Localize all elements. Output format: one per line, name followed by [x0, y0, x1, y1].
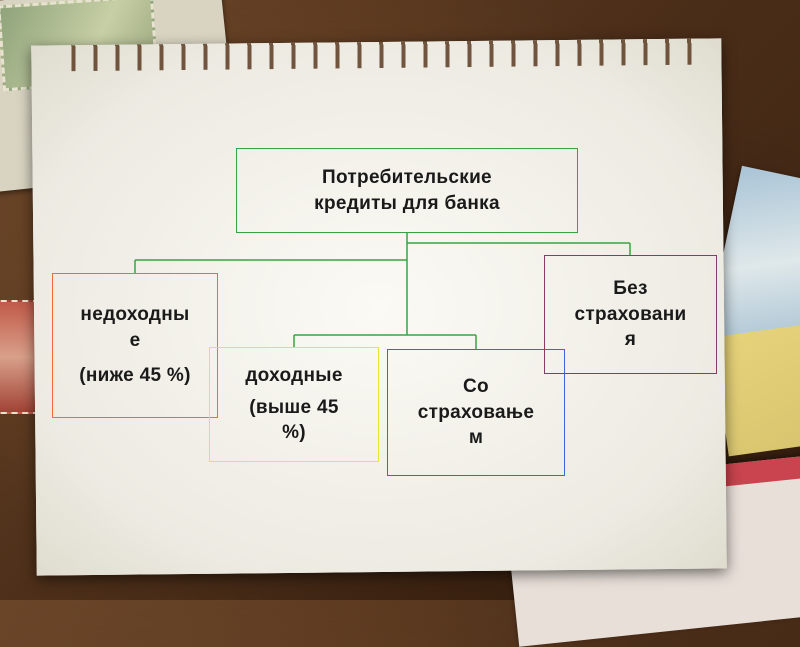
node-label: недоходны	[80, 304, 190, 326]
node-label: %)	[282, 422, 306, 444]
node-label: Со	[463, 376, 489, 398]
node-label: м	[468, 427, 484, 449]
node-label: Потребительские	[322, 166, 492, 188]
node-label: (выше 45	[249, 396, 339, 418]
diagram-connectors	[134, 233, 631, 349]
node-label: доходные	[245, 365, 343, 387]
node-consumer-credits: Потребительские кредиты для банка	[236, 148, 578, 233]
node-income: доходные (выше 45 %)	[209, 347, 379, 462]
node-label: Без	[613, 278, 648, 300]
credit-diagram: Потребительские кредиты для банка недохо…	[52, 148, 717, 476]
node-without-insurance: Без страховани я	[544, 255, 717, 374]
node-label: я	[624, 329, 637, 351]
background-stamp-left	[0, 300, 39, 414]
node-label: страховани	[574, 303, 687, 325]
node-label: е	[129, 329, 141, 351]
node-label: кредиты для банка	[314, 192, 500, 214]
node-label: страховање	[417, 401, 535, 423]
node-non-income: недоходны е (ниже 45 %)	[52, 273, 218, 418]
node-label: (ниже 45 %)	[79, 365, 191, 387]
node-with-insurance: Со страховање м	[387, 349, 565, 476]
